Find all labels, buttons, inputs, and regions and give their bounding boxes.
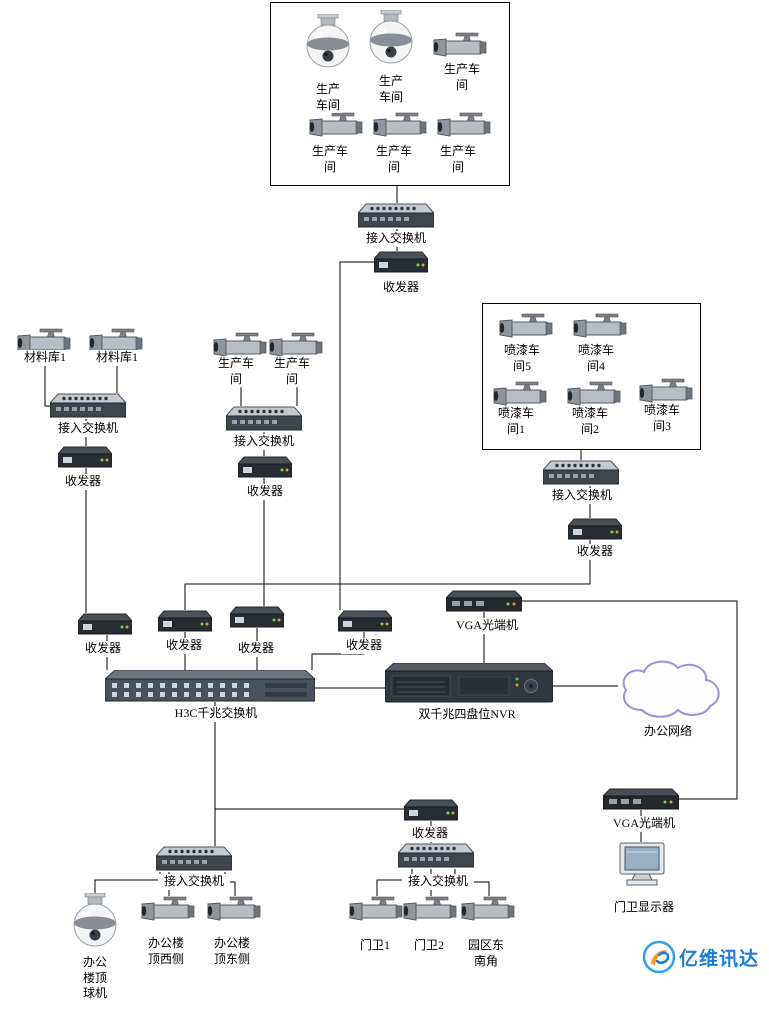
bullet-camera-icon: [498, 313, 556, 341]
transceiver-icon: [78, 613, 132, 635]
camera-label: 园区东南角: [466, 938, 506, 970]
core-switch-label: H3C千兆交换机: [160, 706, 272, 722]
transceiver-icon: [238, 456, 292, 478]
transceiver-icon: [404, 799, 458, 821]
camera-label: 喷漆车间1: [496, 406, 536, 438]
camera-label: 门卫2: [409, 938, 449, 954]
monitor-icon: [618, 842, 666, 888]
camera-label: 喷漆车间3: [642, 403, 682, 435]
cloud-label: 办公网络: [638, 724, 698, 740]
transceiver-label: 收发器: [242, 484, 288, 500]
bullet-camera-icon: [460, 896, 518, 924]
camera-label: 生产车间: [272, 356, 312, 388]
transceiver-icon: [58, 446, 112, 468]
access-switch-label: 接入交换机: [158, 874, 230, 890]
nvr-label: 双千兆四盘位NVR: [402, 707, 532, 723]
vga-terminal-label: VGA光端机: [605, 816, 683, 832]
access-switch-icon: [398, 843, 474, 869]
camera-label: 生产车间: [374, 144, 414, 176]
camera-label: 喷漆车间4: [576, 343, 616, 375]
transceiver-label: 收发器: [60, 474, 106, 490]
camera-label: 办公楼顶西侧: [146, 936, 186, 968]
vga-optical-terminal-icon: [603, 788, 679, 810]
bullet-camera-icon: [372, 112, 430, 140]
access-switch-icon: [156, 846, 232, 872]
bullet-camera-icon: [308, 112, 366, 140]
transceiver-label: 收发器: [341, 638, 387, 654]
bullet-camera-icon: [492, 381, 550, 409]
bullet-camera-icon: [402, 896, 460, 924]
production-workshop-box: [270, 2, 510, 186]
transceiver-icon: [230, 606, 284, 628]
dome-camera-icon: [368, 10, 414, 68]
logo-icon: [642, 940, 676, 974]
transceiver-label: 收发器: [378, 280, 424, 296]
transceiver-icon: [374, 251, 428, 273]
camera-label: 材料库1: [90, 350, 144, 366]
bullet-camera-icon: [566, 381, 624, 409]
cloud-icon: [612, 658, 724, 720]
camera-label: 生产车间: [438, 144, 478, 176]
bullet-camera-icon: [348, 896, 406, 924]
camera-label: 办公楼顶球机: [81, 955, 109, 1002]
paint-workshop-box: [482, 303, 701, 450]
transceiver-icon: [158, 610, 212, 632]
access-switch-label: 接入交换机: [546, 488, 618, 504]
camera-label: 生产车间: [377, 74, 405, 106]
transceiver-label: 收发器: [233, 641, 279, 657]
bullet-camera-icon: [572, 313, 630, 341]
camera-label: 生产车间: [442, 62, 482, 94]
camera-label: 办公楼顶东侧: [212, 936, 252, 968]
vga-optical-terminal-icon: [446, 590, 522, 612]
transceiver-icon: [338, 610, 392, 632]
transceiver-label: 收发器: [80, 641, 126, 657]
camera-label: 生产车间: [216, 356, 256, 388]
bullet-camera-icon: [140, 896, 198, 924]
camera-label: 喷漆车间5: [502, 343, 542, 375]
dome-camera-icon: [305, 14, 351, 72]
access-switch-icon: [50, 393, 126, 419]
vga-terminal-label: VGA光端机: [448, 618, 526, 634]
monitor-label: 门卫显示器: [608, 900, 680, 916]
access-switch-icon: [358, 203, 434, 229]
access-switch-label: 接入交换机: [362, 231, 430, 247]
access-switch-icon: [543, 460, 619, 486]
dome-camera-icon: [72, 893, 118, 951]
bullet-camera-icon: [638, 378, 696, 406]
bullet-camera-icon: [206, 896, 264, 924]
access-switch-icon: [226, 406, 302, 432]
access-switch-label: 接入交换机: [228, 434, 300, 450]
bullet-camera-icon: [432, 32, 490, 60]
core-switch-icon: [105, 670, 315, 702]
transceiver-label: 收发器: [407, 826, 453, 842]
access-switch-label: 接入交换机: [402, 874, 474, 890]
camera-label: 生产车间: [314, 82, 342, 114]
nvr-icon: [385, 663, 553, 705]
access-switch-label: 接入交换机: [52, 421, 124, 437]
camera-label: 门卫1: [355, 938, 395, 954]
bullet-camera-icon: [436, 112, 494, 140]
camera-label: 生产车间: [310, 144, 350, 176]
camera-label: 材料库1: [18, 350, 72, 366]
transceiver-label: 收发器: [161, 638, 207, 654]
transceiver-label: 收发器: [572, 544, 618, 560]
transceiver-icon: [568, 518, 622, 540]
watermark-text: 亿维讯达: [679, 948, 760, 970]
camera-label: 喷漆车间2: [570, 406, 610, 438]
watermark: 亿维讯达: [642, 940, 759, 974]
